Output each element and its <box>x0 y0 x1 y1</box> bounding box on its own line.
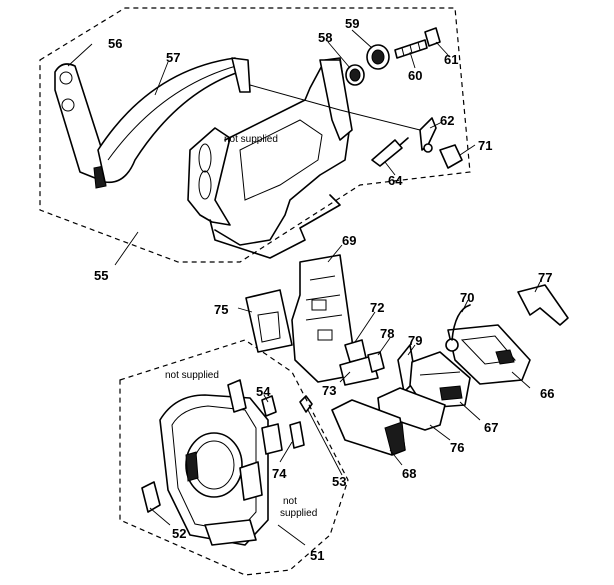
part-54-small-part <box>261 395 277 417</box>
part-64-pin <box>371 137 409 167</box>
not-supplied-bracket <box>289 421 305 449</box>
label-62: 62 <box>440 113 454 128</box>
label-76: 76 <box>450 440 464 455</box>
leader-lines <box>67 29 541 546</box>
label-77: 77 <box>538 270 552 285</box>
label-72: 72 <box>370 300 384 315</box>
part-70-wire <box>451 304 471 341</box>
part-69-circuit-board <box>291 254 356 383</box>
label-58: 58 <box>318 30 332 45</box>
label-51: 51 <box>310 548 324 563</box>
label-53: 53 <box>332 474 346 489</box>
part-78-tab <box>367 351 385 373</box>
note-not-supplied-left: not supplied <box>165 370 219 381</box>
label-68: 68 <box>402 466 416 481</box>
label-73: 73 <box>322 383 336 398</box>
not-supplied-connector <box>227 379 247 413</box>
label-56: 56 <box>108 36 122 51</box>
label-69: 69 <box>342 233 356 248</box>
part-67-lever <box>409 351 471 409</box>
label-75: 75 <box>214 302 228 317</box>
label-78: 78 <box>380 326 394 341</box>
label-55: 55 <box>94 268 108 283</box>
part-55-chassis-frame <box>187 57 421 259</box>
note-not-supplied-top: not supplied <box>224 134 278 145</box>
part-77-cover <box>517 284 569 326</box>
part-58-ring <box>345 64 365 86</box>
part-57-grip-strap <box>97 57 251 184</box>
part-53-spring-clip <box>299 395 313 413</box>
label-57: 57 <box>166 50 180 65</box>
label-66: 66 <box>540 386 554 401</box>
upper-assembly-boundary <box>39 7 471 263</box>
part-68-lens-cover <box>331 399 406 456</box>
label-67: 67 <box>484 420 498 435</box>
part-56-handle-cap <box>54 63 107 189</box>
label-74: 74 <box>272 466 287 481</box>
label-79: 79 <box>408 333 422 348</box>
note-not-supplied-bottom-line2: supplied <box>280 508 317 519</box>
part-75-shield-plate <box>245 289 293 353</box>
part-62-latch <box>419 117 437 153</box>
part-66-mechanism <box>445 324 531 385</box>
part-52-side-button <box>141 481 161 513</box>
note-not-supplied-bottom-line1: not <box>283 496 297 507</box>
label-60: 60 <box>408 68 422 83</box>
part-51-front-housing <box>159 394 283 546</box>
part-71-clip <box>439 144 463 169</box>
part-60-shaft-screw <box>394 39 428 59</box>
label-54: 54 <box>256 384 271 399</box>
label-59: 59 <box>345 16 359 31</box>
label-64: 64 <box>388 173 403 188</box>
part-59-gear-knob <box>366 44 390 70</box>
part-61-screw-head <box>424 27 441 47</box>
label-61: 61 <box>444 52 458 67</box>
label-52: 52 <box>172 526 186 541</box>
label-70: 70 <box>460 290 474 305</box>
label-71: 71 <box>478 138 492 153</box>
